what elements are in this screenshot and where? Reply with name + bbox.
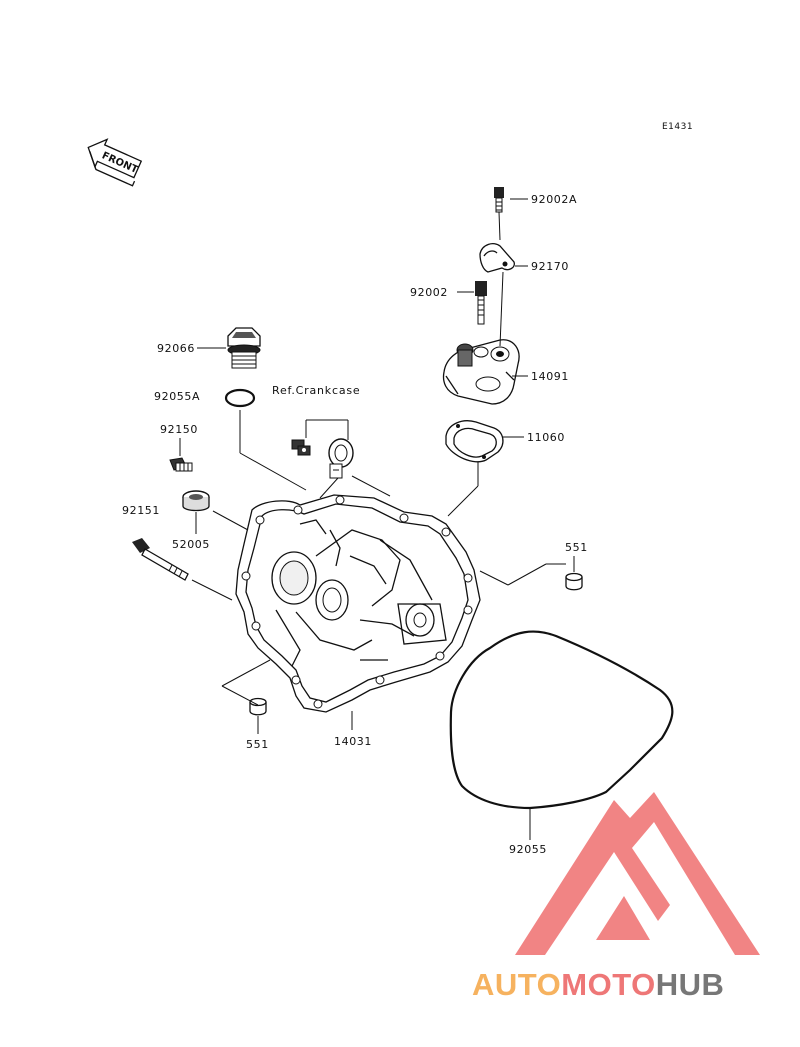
ref-crankcase-note: Ref.Crankcase [272,384,360,397]
logo-wordmark: AUTOMOTOHUB [472,967,724,1002]
housing-14091 [442,339,520,405]
gasket-92055 [449,630,674,810]
logo-hub: HUB [656,967,725,1002]
o-ring-92055A [224,388,256,408]
cap-52005 [182,490,210,512]
bolt-92002A [494,187,504,213]
label-92055A: 92055A [154,390,200,403]
label-14091: 14091 [531,370,569,383]
label-92150: 92150 [160,423,198,436]
bolt-92151 [132,538,189,581]
diagram-code: E1431 [662,122,693,132]
dowel-bolts-ref [291,439,311,456]
clamp-92170 [479,243,515,273]
label-92066: 92066 [157,342,195,355]
automotohub-logo [515,792,760,955]
logo-auto: AUTO [472,967,561,1002]
label-551-left: 551 [246,738,269,751]
filler-cap-92066 [227,327,261,369]
label-92151: 92151 [122,504,160,517]
label-551-right: 551 [565,541,588,554]
logo-moto: MOTO [561,967,655,1002]
label-52005: 52005 [172,538,210,551]
label-92002: 92002 [410,286,448,299]
bolt-92002 [475,281,487,325]
dowel-pin-551-right [565,572,583,591]
bolt-92150 [169,457,193,472]
label-92055: 92055 [509,843,547,856]
dowel-pin-551-left [249,697,267,716]
label-14031: 14031 [334,735,372,748]
front-arrow-icon: FRONT [87,138,143,187]
label-11060: 11060 [527,431,565,444]
label-92170: 92170 [531,260,569,273]
gasket-11060 [445,420,504,463]
bracket-ref [328,438,354,479]
clutch-cover-14031 [235,494,481,713]
logo-triangle-icon [515,792,760,955]
label-92002A: 92002A [531,193,577,206]
